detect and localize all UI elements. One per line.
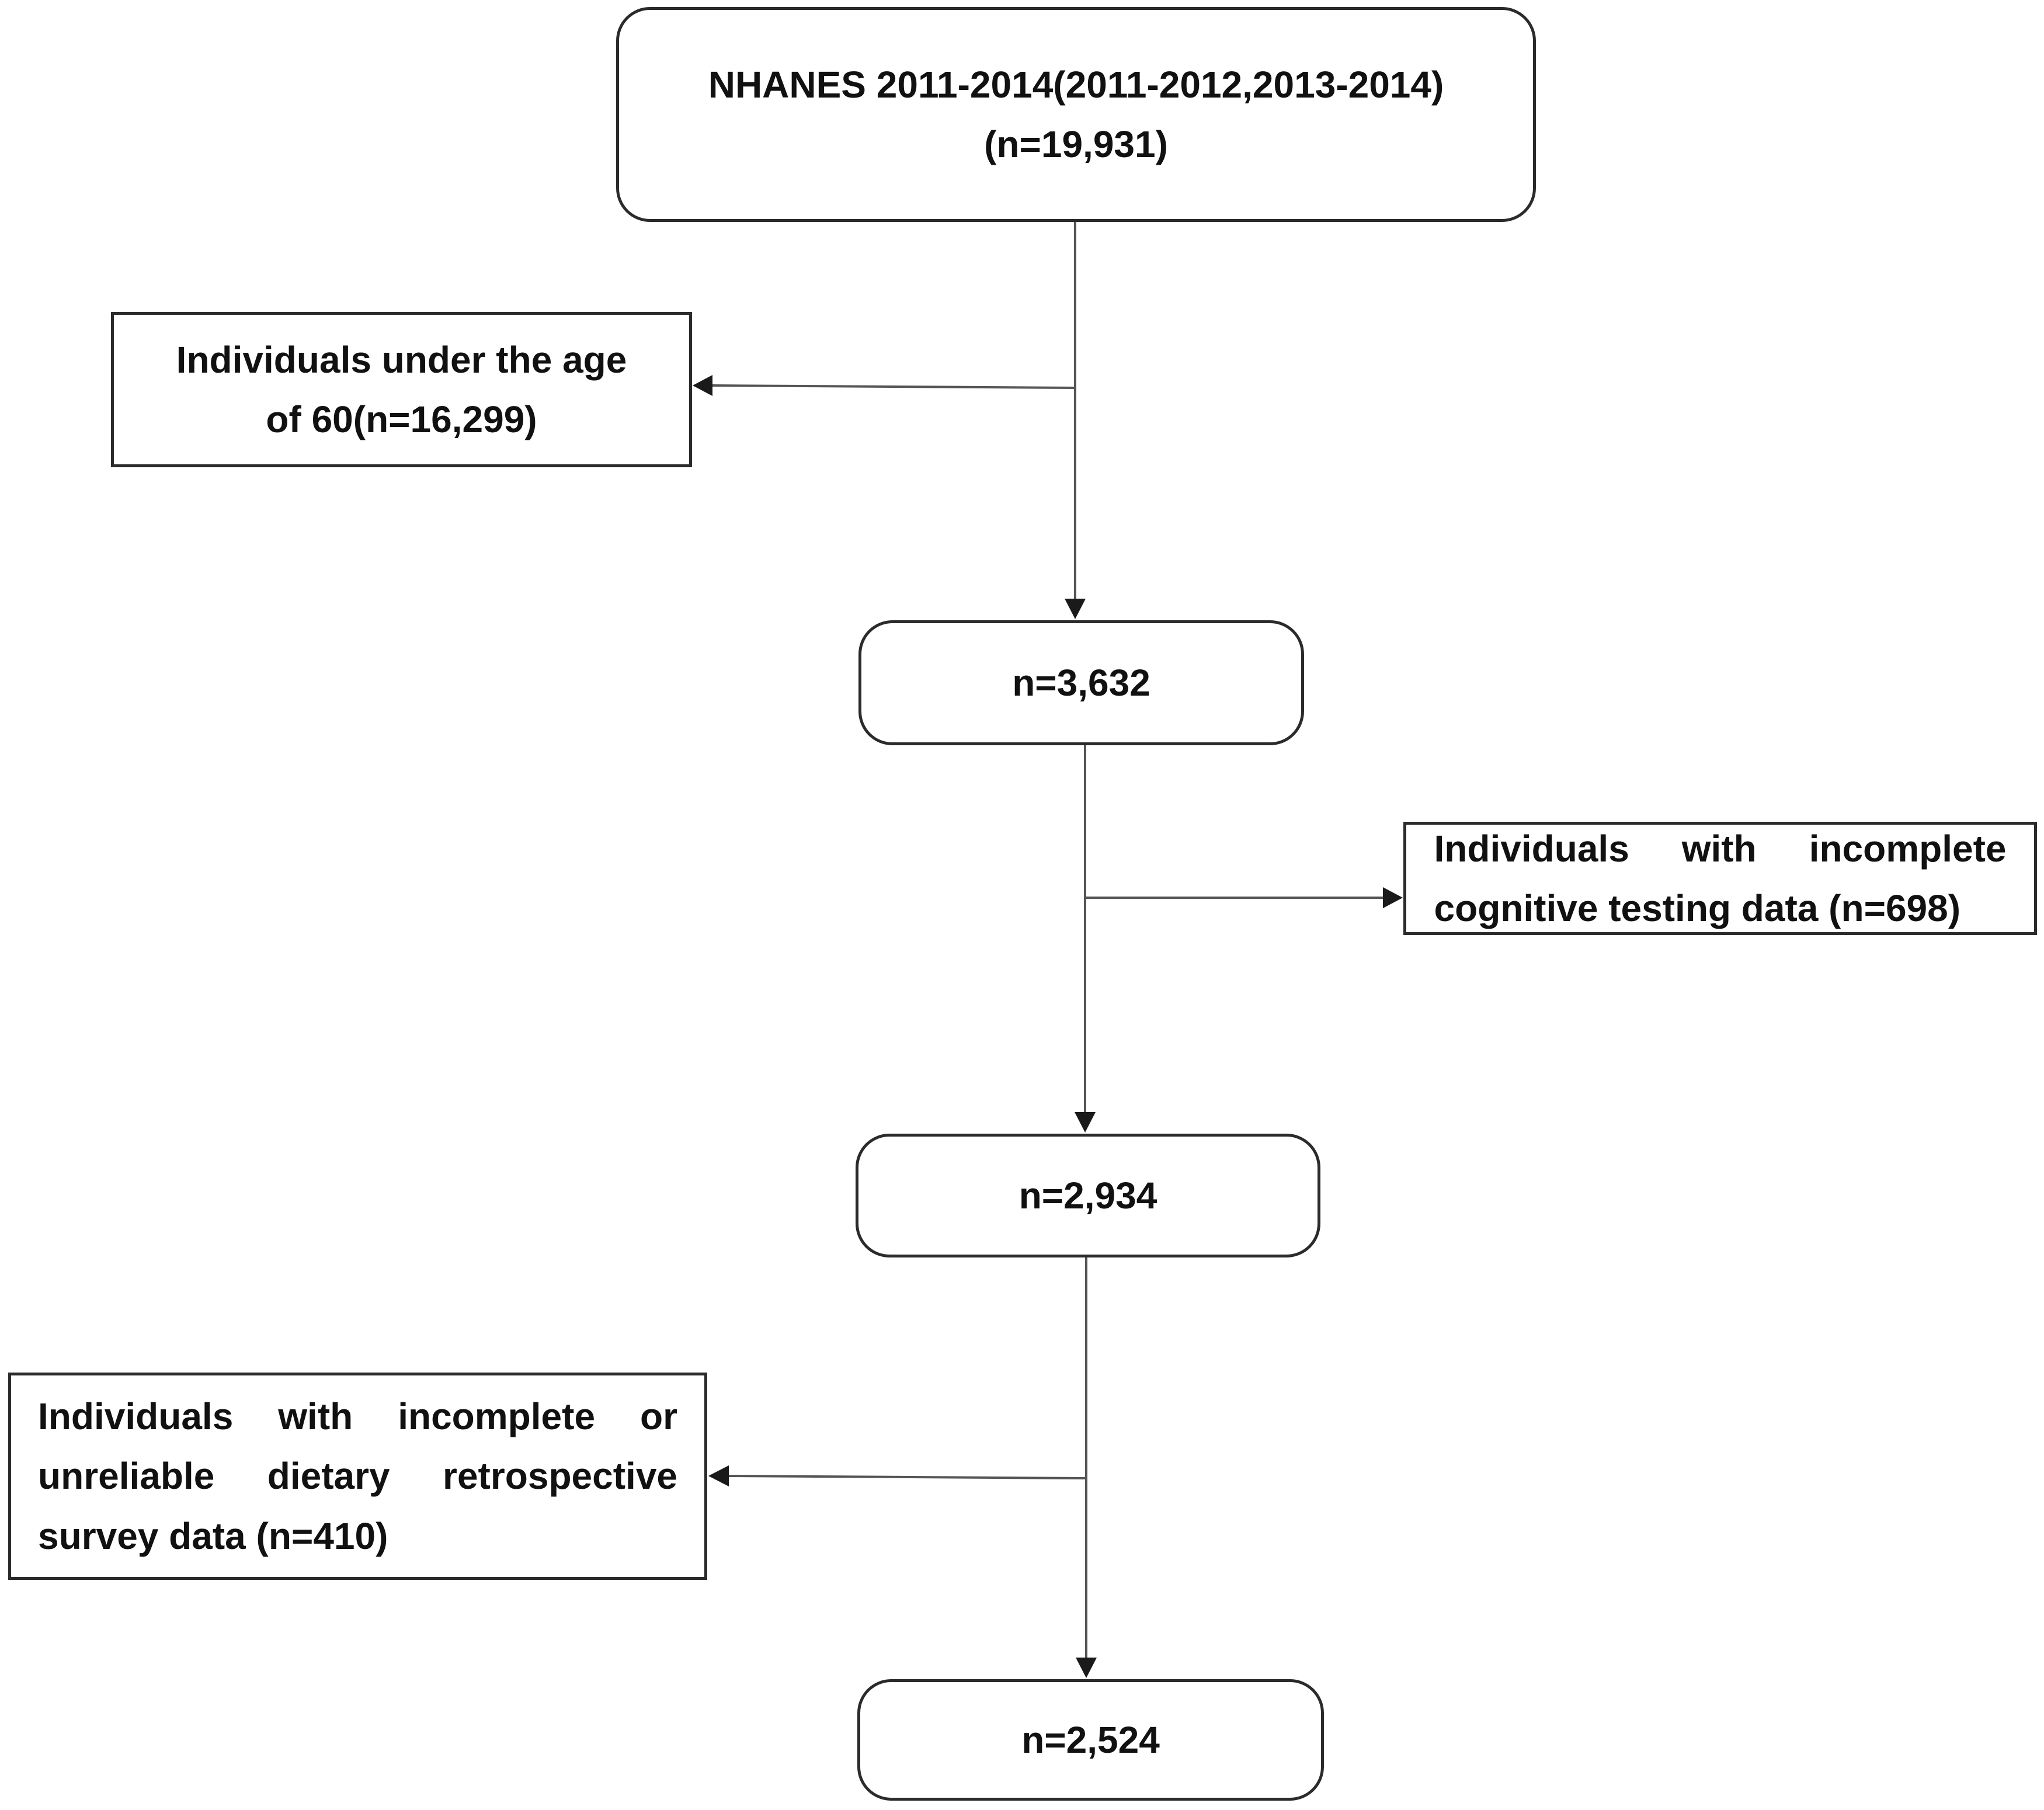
step2-count: n=2,934 xyxy=(1018,1174,1157,1217)
exclusion-age-line1: Individuals under the age xyxy=(176,338,627,381)
exclusion-box-dietary: Individuals with incomplete or unreliabl… xyxy=(8,1373,707,1580)
start-node-count: (n=19,931) xyxy=(984,123,1168,165)
arrowhead-final xyxy=(1076,1658,1097,1678)
arrowhead-exclusion2 xyxy=(1383,887,1403,908)
exclusion-box-cognitive: Individuals with incomplete cognitive te… xyxy=(1403,822,2037,935)
arrow-to-exclusion3 xyxy=(728,1475,1087,1479)
step1-count: n=3,632 xyxy=(1012,661,1150,704)
arrow-to-exclusion1 xyxy=(712,384,1076,389)
start-node: NHANES 2011-2014(2011-2012,2013-2014) (n… xyxy=(616,7,1536,222)
start-node-title: NHANES 2011-2014(2011-2012,2013-2014) xyxy=(708,63,1444,106)
final-node: n=2,524 xyxy=(857,1679,1324,1801)
exclusion-box-age: Individuals under the age of 60(n=16,299… xyxy=(111,312,692,467)
step2-node: n=2,934 xyxy=(856,1134,1320,1257)
exclusion-dietary-line1: Individuals with incomplete or xyxy=(38,1395,677,1437)
exclusion-cognitive-line1: Individuals with incomplete xyxy=(1434,827,2007,870)
exclusion-dietary-line2: unreliable dietary retrospective xyxy=(38,1455,677,1498)
exclusion-age-line2: of 60(n=16,299) xyxy=(266,398,537,440)
final-count: n=2,524 xyxy=(1021,1718,1160,1761)
exclusion-cognitive-line2: cognitive testing data (n=698) xyxy=(1434,887,1961,929)
arrowhead-step1 xyxy=(1065,599,1086,619)
arrowhead-exclusion1 xyxy=(693,375,712,396)
arrowhead-exclusion3 xyxy=(708,1465,729,1486)
exclusion-dietary-line3: survey data (n=410) xyxy=(38,1514,388,1557)
arrowhead-step2 xyxy=(1075,1112,1096,1132)
step1-node: n=3,632 xyxy=(858,620,1304,745)
